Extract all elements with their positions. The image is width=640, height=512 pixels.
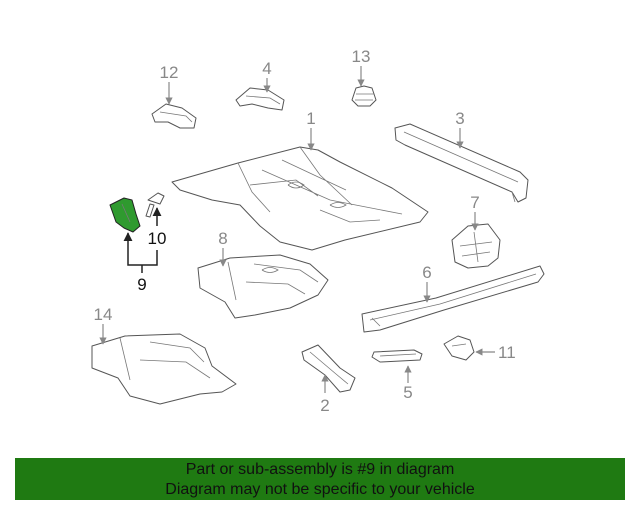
callout-6: 6 [422,263,431,282]
part-9-highlighted-bracket[interactable] [109,197,141,233]
callout-11: 11 [498,343,516,362]
callout-13: 13 [352,47,371,66]
leader-lines [99,66,495,393]
part-8-floor-section[interactable] [197,254,329,319]
callout-2: 2 [320,396,329,415]
callout-8: 8 [218,229,227,248]
part-3-rail[interactable] [394,123,529,203]
part-12-bracket[interactable] [151,103,197,129]
part-14-rear-floor[interactable] [91,333,237,405]
callout-5: 5 [403,383,412,402]
callout-9: 9 [137,275,146,294]
callout-10: 10 [148,229,167,248]
banner-line-2: Diagram may not be specific to your vehi… [165,481,475,498]
part-6-rocker[interactable] [361,265,545,333]
part-1-floor-pan[interactable] [171,146,429,251]
callout-numbers: 1 2 3 4 5 6 7 8 9 10 11 12 13 14 [94,47,516,415]
part-10-bolt[interactable] [145,192,165,218]
part-5-plate[interactable] [371,349,423,363]
callout-7: 7 [470,193,479,212]
part-4-bracket[interactable] [235,87,285,111]
callout-14: 14 [94,305,113,324]
info-banner: Part or sub-assembly is #9 in diagram Di… [15,458,625,500]
part-11-clip[interactable] [443,335,475,361]
banner-line-1: Part or sub-assembly is #9 in diagram [185,461,455,478]
callout-3: 3 [455,109,464,128]
callout-1: 1 [306,109,315,128]
callout-12: 12 [160,63,179,82]
part-7-reinforcement[interactable] [451,223,501,269]
part-9-shape [109,197,141,233]
part-2-bracket[interactable] [301,344,356,393]
callout-4: 4 [262,59,271,78]
part-13-boot[interactable] [351,85,377,107]
